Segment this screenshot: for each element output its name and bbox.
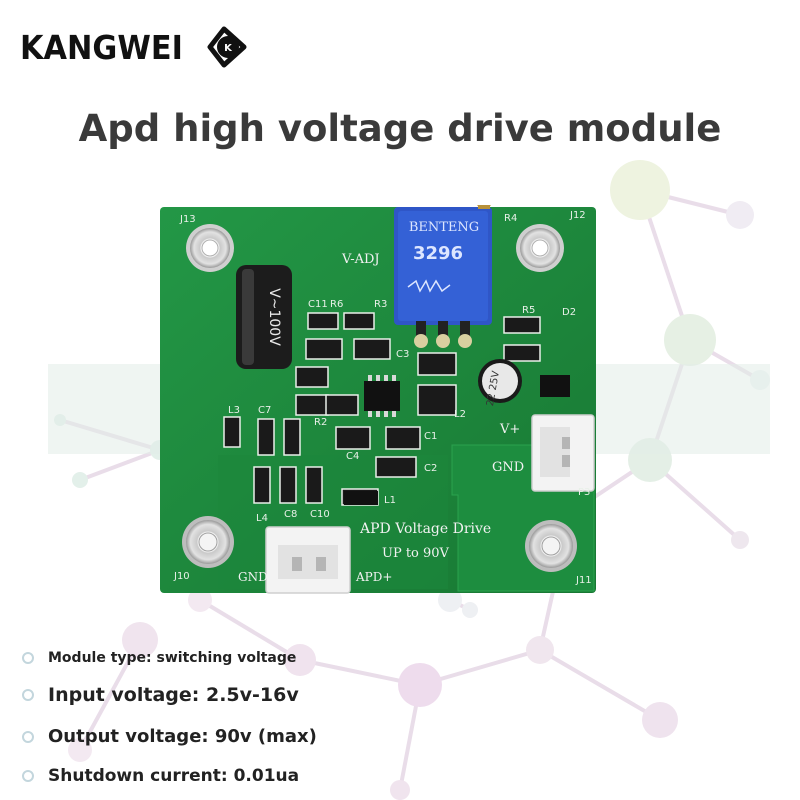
label-j10: J10 [173,571,190,582]
label-r5: R5 [522,305,535,316]
label-r4: R4 [504,213,517,224]
mounting-hole-j10 [182,516,234,568]
diode-l1 [344,491,378,505]
trimmer-potentiometer: BENTENG 3296 [394,205,492,348]
label-j13: J13 [179,214,196,225]
label-c2: C2 [424,463,437,474]
bullet-circle-icon [22,689,34,701]
mounting-hole-j11 [525,520,577,572]
ic-chip [364,375,400,417]
label-l4: L4 [256,513,268,524]
label-c4: C4 [346,451,359,462]
label-c1: C1 [424,431,437,442]
label-l3: L3 [228,405,240,416]
label-c7: C7 [258,405,271,416]
board-title-line2: UP to 90V [382,546,450,561]
label-apd-plus: APD+ [355,570,392,584]
label-l2: L2 [454,409,466,420]
label-l1: L1 [384,495,396,506]
bullet-circle-icon [22,652,34,664]
label-c10: C10 [310,509,330,520]
label-p3: P3 [578,487,590,498]
bullet-circle-icon [22,730,34,743]
pcb-module-image: V~100V BENTENG 3296 [160,205,596,594]
spec-module-type: Module type: switching voltage [22,650,296,666]
label-r2: R2 [314,417,327,428]
label-d2: D2 [562,307,576,318]
label-r3: R3 [374,299,387,310]
transistor [540,375,570,397]
label-c11: C11 [308,299,328,310]
label-gnd-bottom: GND [238,570,268,584]
page-title: Apd high voltage drive module [78,107,722,150]
electrolytic-capacitor-small: 22 25V [478,359,522,407]
brand-logo-mark-icon: K [207,26,247,68]
label-v-plus: V+ [499,422,520,437]
brand-logo: KANGWEI K [20,22,247,72]
mounting-hole-j13 [186,224,234,272]
svg-text:3296: 3296 [413,243,463,264]
brand-name: KANGWEI [20,27,183,67]
label-gnd-right: GND [492,460,524,475]
board-title-line1: APD Voltage Drive [359,521,491,537]
electrolytic-capacitor-large: V~100V [236,265,292,369]
spec-shutdown-current: Shutdown current: 0.01ua [22,766,299,786]
svg-text:V~100V: V~100V [266,288,282,346]
smd-components [223,312,541,506]
label-j12: J12 [569,210,586,221]
svg-text:K: K [224,43,233,54]
mounting-hole-j12 [516,224,564,272]
connector-p3 [531,414,595,492]
bullet-circle-icon [22,770,34,782]
label-v-adj: V-ADJ [341,252,380,267]
spec-input-voltage: Input voltage: 2.5v-16v [22,684,299,706]
svg-text:BENTENG: BENTENG [409,220,479,235]
label-c8: C8 [284,509,297,520]
label-c3: C3 [396,349,409,360]
label-r6: R6 [330,299,343,310]
spec-output-voltage: Output voltage: 90v (max) [22,726,317,747]
connector-apd-output [265,526,351,594]
label-j11: J11 [575,575,592,586]
